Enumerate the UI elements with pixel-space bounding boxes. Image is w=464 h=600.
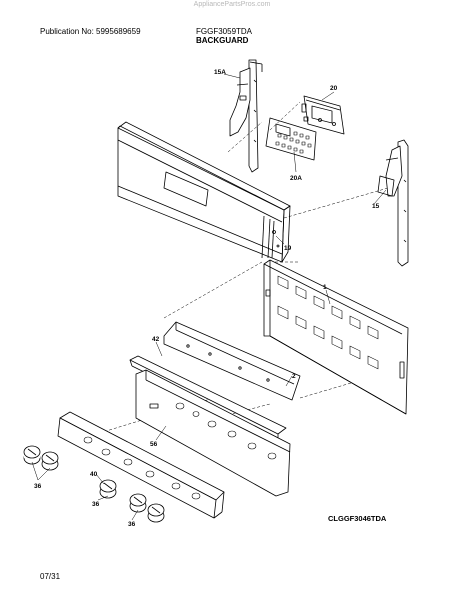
callout-label: 56 [150,441,158,448]
knobs-part [23,445,165,523]
control-board-part [301,95,345,135]
callout-label: 36 [128,521,136,528]
callout-label: 42 [152,336,160,343]
watermark: AppliancePartsPros.com [193,1,271,8]
keypad-overlay-part [265,117,317,161]
control-panel-part [57,411,225,519]
manifold-panel-part [135,369,291,497]
bracket-left-part [229,59,263,173]
callout-label: 20 [330,85,338,92]
diagram-code: CLGGF3046TDA [328,514,387,523]
publication-number: Publication No: 5995689659 [40,27,141,36]
section-title: BACKGUARD [196,36,249,45]
bracket-right-part [377,139,409,267]
callout-label: 40 [90,471,98,478]
callout-label: 15 [372,203,380,210]
model-number: FGGF3059TDA [196,27,253,36]
callout-label: 2 [292,373,296,380]
rear-panel-part [263,259,409,415]
callout-label: 15A [214,69,226,76]
heat-shield-part [163,321,301,401]
callout-label: 19 [284,245,292,252]
callout-labels: 15A 20 20A 15 19 1 42 2 56 40 36 36 36 [34,69,380,528]
page-number: 07/31 [40,572,61,581]
callout-label: 36 [34,483,42,490]
callout-label: 20A [290,175,302,182]
backguard-panel-part [117,121,291,263]
callout-label: 1 [323,284,327,291]
callout-lines [31,73,387,521]
callout-label: 36 [92,501,100,508]
